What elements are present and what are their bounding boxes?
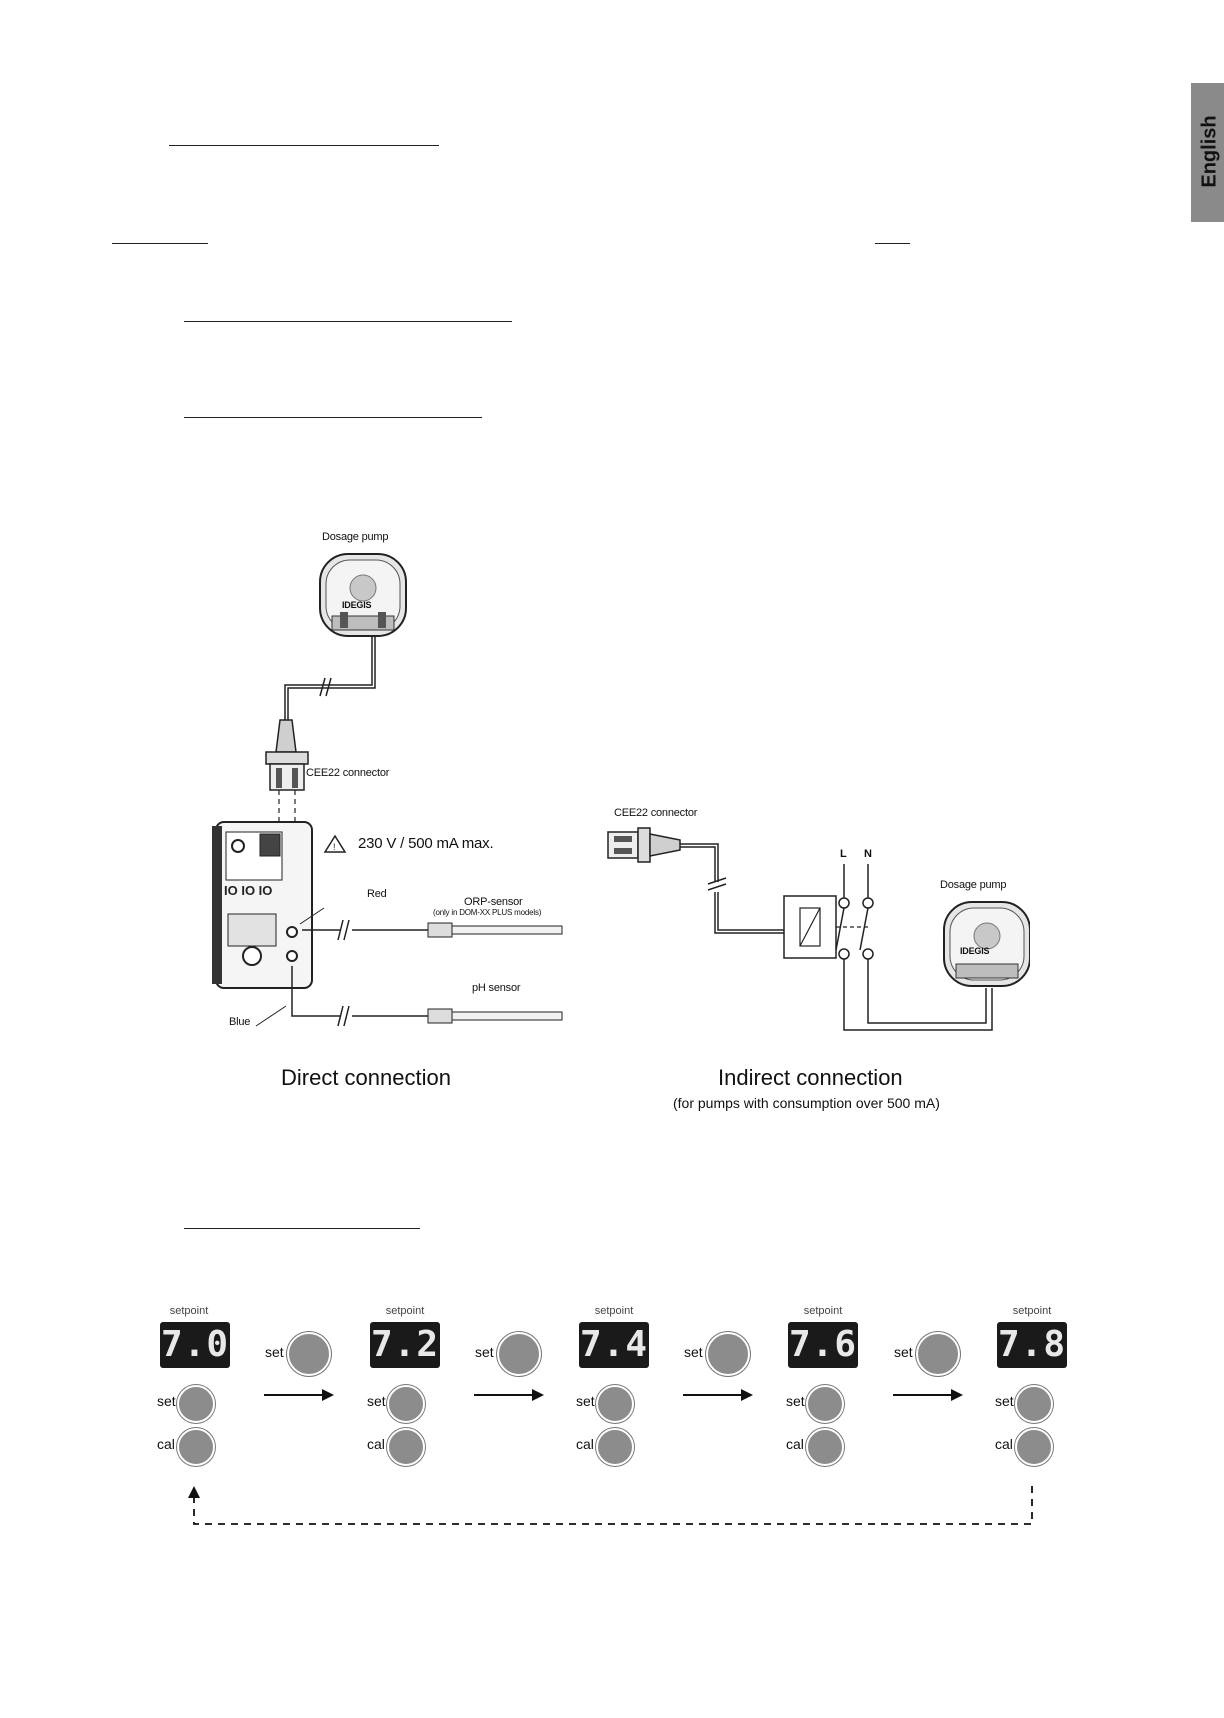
set-press-button[interactable] [287, 1332, 331, 1376]
heading-underline [184, 1228, 420, 1229]
setpoint-value: 7.4 [579, 1324, 649, 1365]
cal-button-label: cal [786, 1436, 804, 1452]
indirect-connection-caption: Indirect connection [718, 1065, 903, 1090]
heading-underline [184, 321, 512, 322]
arrow-right-icon [893, 1389, 963, 1401]
setpoint-display: 7.2 [370, 1322, 440, 1368]
ph-sensor-icon [427, 1008, 563, 1024]
setpoint-label: setpoint [385, 1305, 425, 1317]
loop-back-arrow [188, 1486, 1033, 1525]
relay-icon [783, 895, 837, 959]
setpoint-value: 7.6 [788, 1324, 858, 1365]
setpoint-label: setpoint [169, 1305, 209, 1317]
set-button-label: set [157, 1393, 176, 1409]
set-button[interactable] [596, 1385, 634, 1423]
line-n-label: N [864, 848, 872, 860]
indirect-connection-subcaption: (for pumps with consumption over 500 mA) [673, 1095, 940, 1111]
orp-sensor-label: ORP-sensor [464, 896, 523, 908]
cal-button[interactable] [806, 1428, 844, 1466]
heading-underline [112, 243, 208, 244]
language-tab [1191, 83, 1224, 222]
set-press-button[interactable] [497, 1332, 541, 1376]
set-button-label: set [367, 1393, 386, 1409]
language-tab-label: English [1198, 115, 1221, 188]
setpoint-display: 7.6 [788, 1322, 858, 1368]
set-button[interactable] [177, 1385, 215, 1423]
warning-label: 230 V / 500 mA max. [358, 835, 494, 852]
arrow-right-icon [683, 1389, 753, 1401]
dosage-pump-icon [319, 553, 407, 637]
set-button[interactable] [1015, 1385, 1053, 1423]
blue-wire-label: Blue [229, 1016, 251, 1028]
direct-pump-label: Dosage pump [322, 531, 389, 543]
setpoint-value: 7.0 [160, 1324, 230, 1365]
heading-underline [184, 417, 482, 418]
set-press-button[interactable] [916, 1332, 960, 1376]
cal-button-label: cal [157, 1436, 175, 1452]
arrow-right-icon [264, 1389, 334, 1401]
indirect-pump-brand: IDEGIS [960, 946, 990, 956]
controller-box: IO IO IO [212, 821, 313, 989]
cal-button-label: cal [995, 1436, 1013, 1452]
direct-pump-brand: IDEGIS [342, 600, 372, 610]
direct-connection-diagram: IO IO IO ! [212, 553, 563, 1027]
indirect-connection-diagram [607, 827, 1030, 1031]
cal-button-label: cal [367, 1436, 385, 1452]
cal-button[interactable] [1015, 1428, 1053, 1466]
red-wire-label: Red [367, 888, 387, 900]
direct-connection-caption: Direct connection [281, 1065, 451, 1090]
set-button-label: set [786, 1393, 805, 1409]
line-l-label: L [840, 848, 847, 860]
warning-icon [323, 834, 347, 853]
setpoint-label: setpoint [1012, 1305, 1052, 1317]
set-button-label: set [995, 1393, 1014, 1409]
indirect-cee22-label: CEE22 connector [614, 807, 698, 819]
set-button[interactable] [387, 1385, 425, 1423]
cal-button[interactable] [177, 1428, 215, 1466]
cal-button[interactable] [596, 1428, 634, 1466]
cee22-connector-icon [607, 827, 681, 863]
set-press-label: set [475, 1344, 494, 1360]
setpoint-label: setpoint [594, 1305, 634, 1317]
orp-sensor-icon [427, 922, 563, 938]
arrow-right-icon [474, 1389, 544, 1401]
indirect-pump-label: Dosage pump [940, 879, 1007, 891]
cal-button-label: cal [576, 1436, 594, 1452]
setpoint-display: 7.0 [160, 1322, 230, 1368]
direct-cee22-label: CEE22 connector [306, 767, 390, 779]
orp-sensor-note: (only in DOM-XX PLUS models) [433, 908, 542, 917]
set-press-label: set [894, 1344, 913, 1360]
cee22-connector-icon [265, 719, 309, 791]
setpoint-value: 7.8 [997, 1324, 1067, 1365]
heading-underline [169, 145, 439, 146]
cal-button[interactable] [387, 1428, 425, 1466]
setpoint-label: setpoint [803, 1305, 843, 1317]
set-button-label: set [576, 1393, 595, 1409]
set-press-label: set [265, 1344, 284, 1360]
setpoint-display: 7.8 [997, 1322, 1067, 1368]
setpoint-display: 7.4 [579, 1322, 649, 1368]
dosage-pump-icon [943, 901, 1030, 987]
set-press-button[interactable] [706, 1332, 750, 1376]
set-press-label: set [684, 1344, 703, 1360]
ph-sensor-label: pH sensor [472, 982, 521, 994]
heading-underline [875, 243, 910, 244]
svg-text:IO IO IO: IO IO IO [224, 883, 272, 898]
setpoint-value: 7.2 [370, 1324, 440, 1365]
set-button[interactable] [806, 1385, 844, 1423]
svg-text:!: ! [333, 842, 336, 852]
